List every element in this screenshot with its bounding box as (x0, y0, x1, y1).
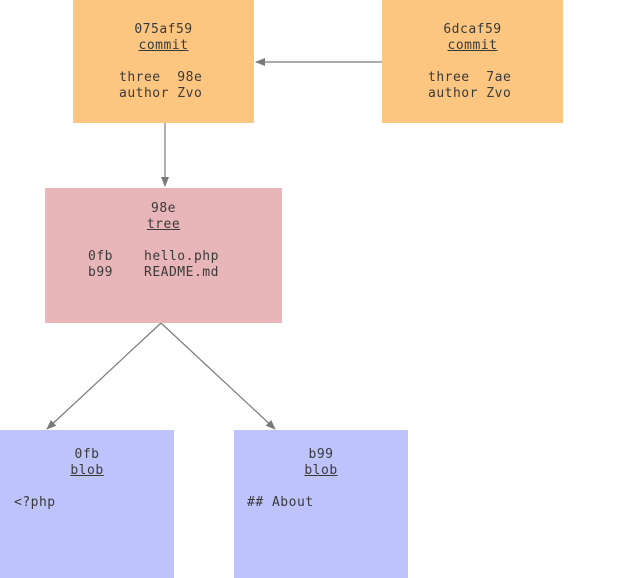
commit-hash: 6dcaf59 (443, 22, 502, 37)
commit-type-label: commit (73, 38, 254, 54)
commit-tree-line: three 7ae (428, 70, 512, 85)
commit-node-6dcaf59[interactable]: 6dcaf59 commit three 7ae author Zvo (382, 0, 563, 123)
commit-node-075af59[interactable]: 075af59 commit three 98e author Zvo (73, 0, 254, 123)
commit-type-label: commit (382, 38, 563, 54)
tree-hash: 98e (151, 201, 176, 216)
blob-type-label: blob (0, 463, 174, 479)
commit-type-text: commit (138, 38, 189, 53)
tree-node-98e[interactable]: 98e tree 0fb hello.php b99 README.md (45, 188, 282, 323)
commit-tree-line: three 98e (119, 70, 203, 85)
commit-author-line: author Zvo (428, 86, 512, 101)
tree-entry-hash: b99 (88, 265, 113, 280)
blob-node-0fb[interactable]: 0fb blob <?php (0, 430, 174, 578)
blob-hash: 0fb (74, 447, 100, 462)
tree-entry-hash: 0fb (88, 249, 113, 264)
commit-hash: 075af59 (134, 22, 193, 37)
blob-type-text: blob (304, 463, 338, 478)
blob-hash: b99 (308, 447, 334, 462)
tree-entry-name: hello.php (144, 249, 219, 264)
tree-type-text: tree (146, 217, 181, 232)
blob-content: ## About (247, 495, 314, 510)
blob-type-text: blob (70, 463, 104, 478)
commit-author-line: author Zvo (119, 86, 203, 101)
tree-entry-name: README.md (144, 265, 219, 280)
blob-type-label: blob (234, 463, 408, 479)
blob-node-b99[interactable]: b99 blob ## About (234, 430, 408, 578)
tree-type-label: tree (45, 217, 282, 233)
blob-content: <?php (14, 495, 56, 510)
commit-type-text: commit (447, 38, 498, 53)
edge-tree-to-blob-php (46, 322, 162, 430)
edge-tree-to-blob-readme (160, 322, 276, 430)
